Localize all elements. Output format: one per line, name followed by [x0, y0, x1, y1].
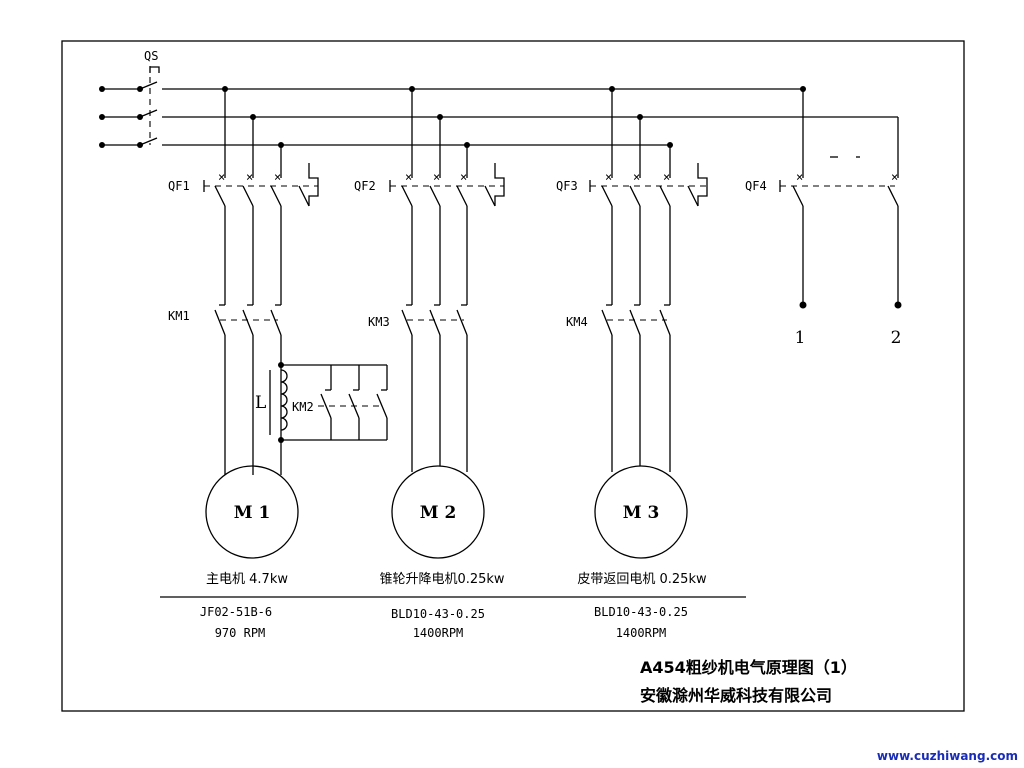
- motor-m1-label: M 1: [234, 503, 271, 523]
- terminal-2-label: 2: [891, 328, 902, 348]
- motor-m1: [205, 465, 299, 559]
- km1-label: KM1: [168, 309, 190, 323]
- branch-m1: × × × QF1 KM1 L: [168, 89, 388, 559]
- branch-qf4: × × QF4 1 2: [745, 89, 902, 348]
- qf1-label: QF1: [168, 179, 190, 193]
- drawing-frame: [61, 40, 965, 712]
- motor-m2: [391, 465, 485, 559]
- terminal-1-label: 1: [795, 328, 806, 348]
- svg-text:×: ×: [405, 170, 412, 184]
- title-block: A454粗纱机电气原理图（1） 安徽滁州华威科技有限公司: [640, 658, 857, 705]
- drawing-title: A454粗纱机电气原理图（1）: [640, 658, 857, 677]
- svg-text:×: ×: [796, 170, 803, 184]
- svg-text:×: ×: [663, 170, 670, 184]
- bus-junctions: [222, 86, 806, 148]
- motor-m2-desc: 锥轮升降电机0.25kw: [379, 572, 504, 587]
- km3-label: KM3: [368, 315, 390, 329]
- motor-m3-desc: 皮带返回电机 0.25kw: [577, 572, 707, 587]
- svg-text:×: ×: [605, 170, 612, 184]
- watermark-url: www.cuzhiwang.com: [877, 749, 1018, 763]
- motor-m1-desc: 主电机 4.7kw: [206, 572, 288, 587]
- km2-label: KM2: [292, 400, 314, 414]
- km4-label: KM4: [566, 315, 588, 329]
- motor-specs: 主电机 4.7kw 锥轮升降电机0.25kw 皮带返回电机 0.25kw JF0…: [160, 572, 746, 640]
- motor-m1-rpm: 970 RPM: [215, 626, 266, 640]
- motor-m3: [594, 465, 688, 559]
- motor-m1-model: JF02-51B-6: [200, 605, 272, 619]
- branch-m3: × × × QF3 KM4 M 3: [556, 89, 708, 559]
- busbars: [162, 88, 898, 146]
- branch-m2: × × × QF2 KM3 M 2: [354, 89, 505, 559]
- svg-text:×: ×: [891, 170, 898, 184]
- svg-text:×: ×: [460, 170, 467, 184]
- motor-m3-model: BLD10-43-0.25: [594, 605, 688, 619]
- svg-text:×: ×: [218, 170, 225, 184]
- svg-text:×: ×: [274, 170, 281, 184]
- qf4-label: QF4: [745, 179, 767, 193]
- incoming-terminals: [99, 86, 143, 148]
- motor-m2-rpm: 1400RPM: [413, 626, 464, 640]
- svg-text:×: ×: [246, 170, 253, 184]
- motor-m2-model: BLD10-43-0.25: [391, 607, 485, 621]
- qf3-label: QF3: [556, 179, 578, 193]
- qs-label: QS: [144, 49, 158, 63]
- qf2-label: QF2: [354, 179, 376, 193]
- motor-m3-rpm: 1400RPM: [616, 626, 667, 640]
- motor-m2-label: M 2: [420, 503, 457, 523]
- inductor-label: L: [255, 393, 266, 413]
- company-name: 安徽滁州华威科技有限公司: [640, 686, 832, 705]
- qs-main-switch: QS: [139, 49, 160, 146]
- svg-text:×: ×: [633, 170, 640, 184]
- motor-m3-label: M 3: [623, 503, 660, 523]
- svg-text:×: ×: [433, 170, 440, 184]
